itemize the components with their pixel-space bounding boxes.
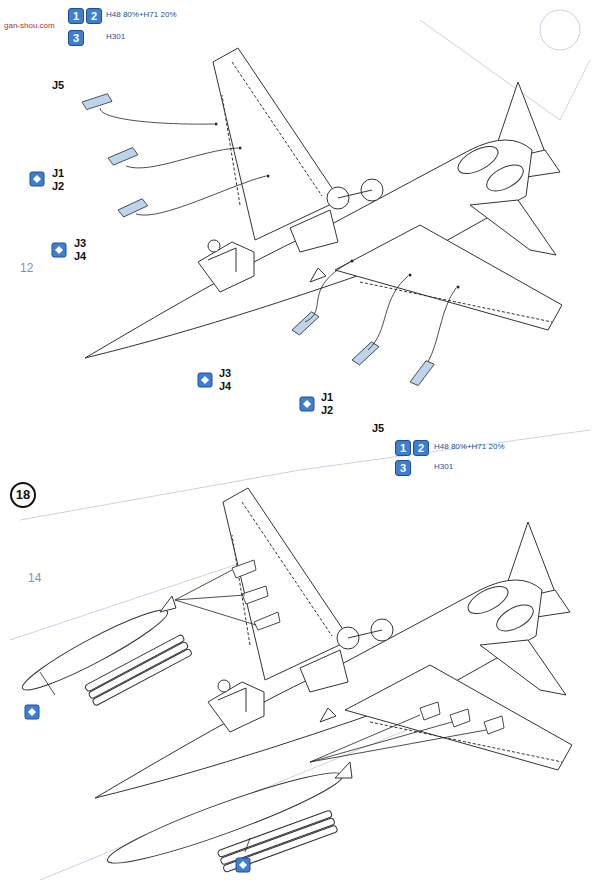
part-number: J5 (372, 423, 384, 434)
paint-step-number: 3 (68, 30, 84, 46)
part-number: J3 (74, 238, 86, 249)
part-number: J1 (52, 168, 64, 179)
paint-step-number: 2 (413, 440, 429, 456)
part-number: J2 (321, 405, 333, 416)
watermark: gan-shou.com (4, 22, 55, 30)
step-number: 18 (10, 482, 36, 508)
ghost-number: 12 (20, 262, 33, 274)
ghost-number: 14 (28, 572, 41, 584)
paint-code: H301 (434, 463, 453, 471)
part-number: J4 (219, 381, 231, 392)
paint-code: H301 (106, 33, 125, 41)
part-number: J5 (52, 80, 64, 91)
paint-step-number: 1 (395, 440, 411, 456)
part-number: J4 (74, 251, 86, 262)
paint-mix: H48 80%+H71 20% (106, 11, 177, 19)
paint-step-number: 1 (68, 8, 84, 24)
part-number: J3 (219, 368, 231, 379)
paint-mix: H48 80%+H71 20% (434, 443, 505, 451)
paint-step-number: 2 (86, 8, 102, 24)
paint-step-number: 3 (395, 460, 411, 476)
part-number: J1 (321, 392, 333, 403)
part-number: J2 (52, 181, 64, 192)
